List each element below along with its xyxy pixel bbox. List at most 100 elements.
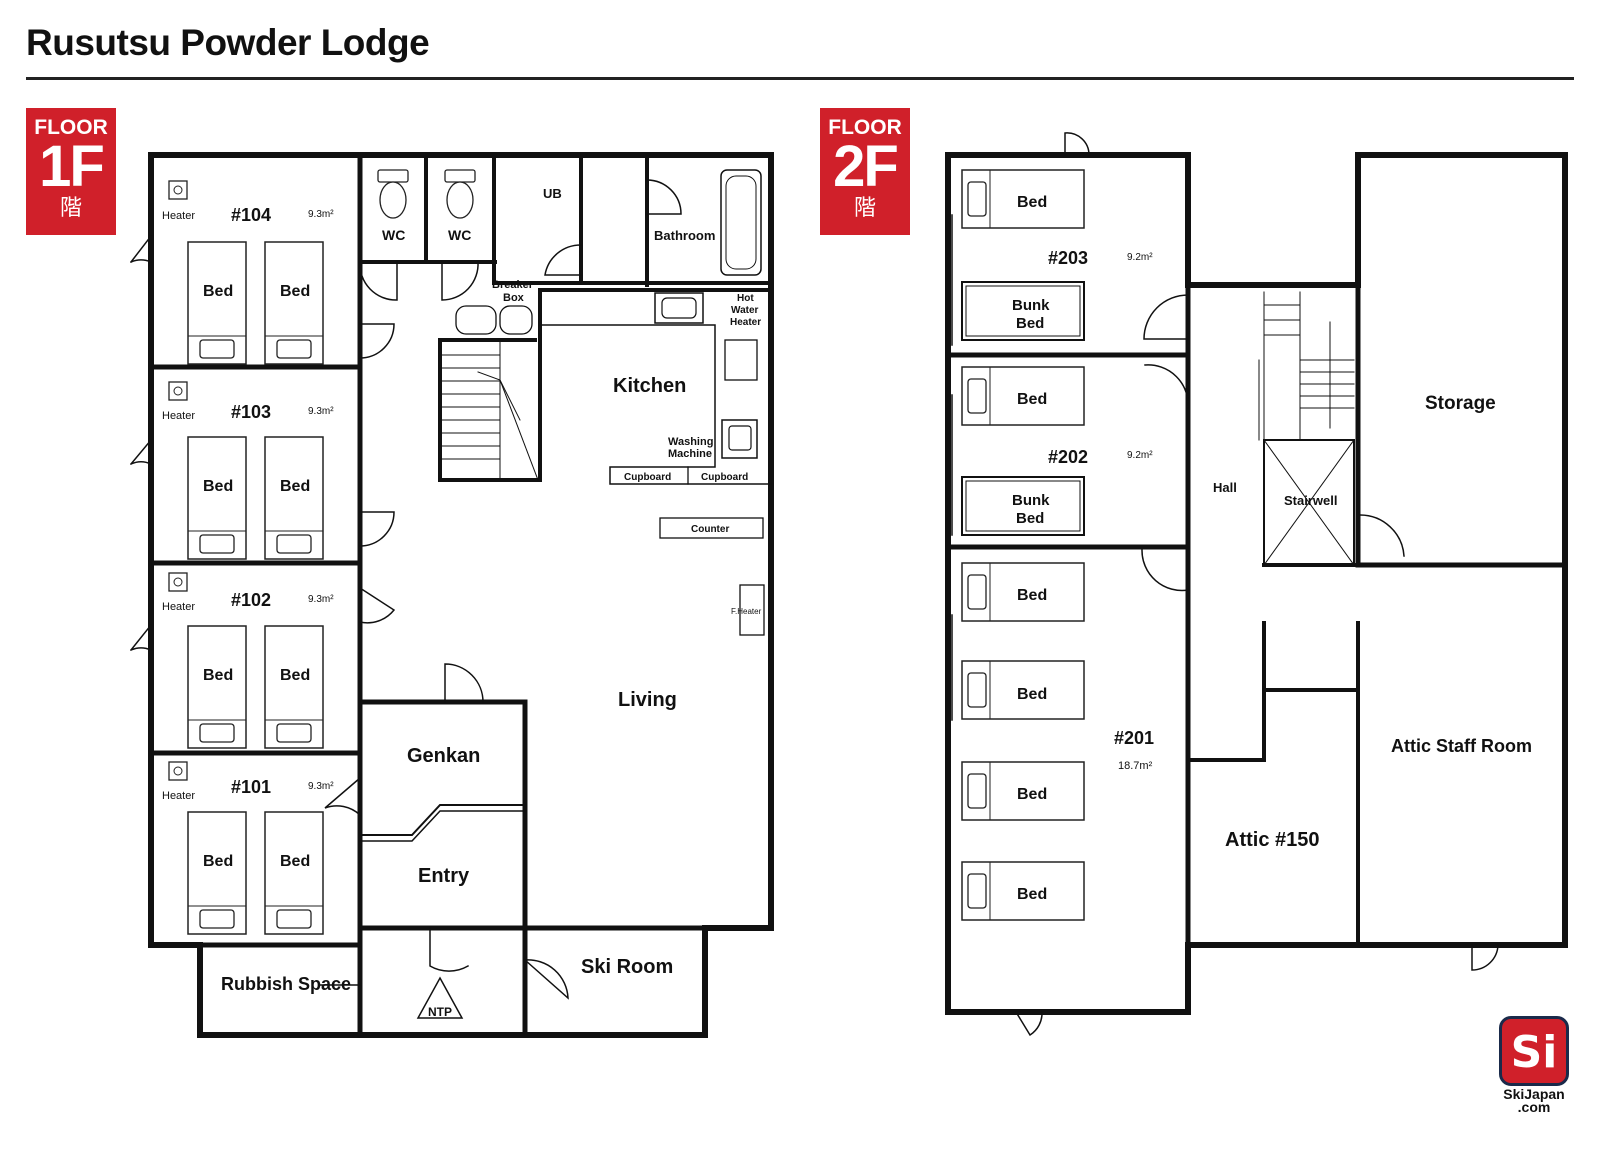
room-202-area: 9.2m²	[1127, 450, 1153, 461]
floor-1-plan	[129, 152, 774, 1038]
heater-label: Heater	[162, 410, 195, 422]
bathtub-inner	[725, 175, 757, 270]
room-103-number: #103	[231, 402, 271, 422]
hot-water-heater-label-2: Water	[731, 305, 759, 316]
attic-150-label: Attic #150	[1225, 829, 1320, 851]
ntp-label: NTP	[428, 1005, 452, 1019]
kitchen-counter	[539, 324, 772, 485]
bed-label: Bed	[1017, 587, 1047, 604]
stairwell-box	[1263, 439, 1355, 566]
bed-label: Bed	[203, 667, 233, 684]
bed-101-b	[264, 811, 324, 935]
washing-machine-label: Washing	[668, 436, 713, 448]
stairs-icon	[439, 339, 539, 481]
washing-machine-label-2: Machine	[668, 448, 712, 460]
heater-icon	[168, 572, 188, 592]
room-201-number: #201	[1114, 728, 1154, 748]
bunk-bed-202	[961, 476, 1085, 536]
toilet-icon	[377, 169, 409, 219]
bunk-bed-202-inner	[965, 480, 1081, 532]
heater-icon	[168, 180, 188, 200]
stair-wall	[438, 288, 542, 482]
bed-label: Bed	[1017, 194, 1047, 211]
floor-1-badge-kanji: 階	[59, 195, 82, 220]
room-201-area: 18.7m²	[1118, 760, 1153, 772]
room-202-number: #202	[1048, 447, 1088, 467]
room-104-number: #104	[231, 205, 271, 225]
stairwell-label: Stairwell	[1284, 493, 1337, 508]
room-101-number: #101	[231, 777, 271, 797]
heater-label: Heater	[162, 210, 195, 222]
room-102-area: 9.3m²	[308, 594, 334, 605]
bed-label: Bed	[280, 853, 310, 870]
attic-staff-room-label: Attic Staff Room	[1391, 736, 1532, 756]
genkan-label: Genkan	[407, 745, 480, 767]
bunk-bed-label-2: Bed	[1016, 510, 1044, 527]
kitchen-sink-icon	[654, 292, 704, 324]
ntp-icon	[416, 976, 464, 1019]
skijapan-logo: Si SkiJapan .com	[1494, 1016, 1574, 1114]
floor-2-outer-wall	[945, 152, 1568, 1015]
floor-1-badge-word: FLOOR	[34, 116, 108, 139]
ub-room	[492, 153, 583, 285]
bed-label: Bed	[1017, 786, 1047, 803]
floor-2-plan	[945, 132, 1568, 1037]
storage-label: Storage	[1425, 393, 1496, 414]
room-203-number: #203	[1048, 248, 1088, 268]
bathtub-icon	[720, 169, 762, 276]
bed-label: Bed	[1017, 391, 1047, 408]
room-203-area: 9.2m²	[1127, 252, 1153, 263]
attic-wall	[1262, 688, 1360, 942]
genkan-wall	[357, 699, 528, 931]
floor-2-stairs-icon	[1258, 291, 1355, 441]
bathroom-label: Bathroom	[654, 228, 715, 243]
floor-1-labels: #104 #103 #102 #101 9.3m² 9.3m² 9.3m² 9.…	[162, 186, 762, 1019]
wc-label: WC	[382, 227, 405, 243]
breaker-box-label-2: Box	[503, 292, 525, 304]
entry-label: Entry	[418, 865, 470, 887]
sink-icon	[499, 305, 533, 335]
stove-icon	[724, 339, 758, 381]
bunk-bed-203	[961, 281, 1085, 341]
sink-icon	[455, 305, 497, 335]
bed-label: Bed	[203, 478, 233, 495]
doors-floor-2	[1014, 132, 1499, 1037]
bed-104-b	[264, 241, 324, 365]
kitchen-label: Kitchen	[613, 375, 686, 397]
bunk-bed-label: Bunk	[1012, 297, 1050, 314]
toilet-icon	[444, 169, 476, 219]
rubbish-space-label: Rubbish Space	[221, 974, 351, 994]
ub-label: UB	[543, 186, 562, 201]
living-label: Living	[618, 689, 677, 711]
skijapan-logo-mark: Si	[1499, 1016, 1569, 1086]
ski-room-label: Ski Room	[581, 956, 673, 978]
bunk-bed-203-inner	[965, 285, 1081, 337]
heater-label: Heater	[162, 790, 195, 802]
genkan-step-2	[359, 810, 526, 842]
floor-2-badge: FLOOR 2F 階	[820, 108, 910, 235]
bed-label: Bed	[203, 853, 233, 870]
room-101-area: 9.3m²	[308, 781, 334, 792]
washing-machine-icon	[721, 419, 758, 459]
bed-label: Bed	[280, 478, 310, 495]
breaker-box-label: Breaker	[492, 279, 534, 291]
floor-2-badge-number: 2F	[833, 134, 899, 199]
f-heater-icon	[739, 584, 765, 636]
floor-2-badge-word: FLOOR	[828, 116, 902, 139]
floor-2-labels: Bed #203 9.2m² Bunk Bed Bed #202 9.2m² B…	[1012, 194, 1532, 903]
cupboard-label: Cupboard	[624, 472, 671, 483]
floor-1-badge-number: 1F	[39, 134, 105, 199]
f-heater-label: F.Heater	[731, 607, 762, 616]
hot-water-heater-label: Hot	[737, 293, 754, 304]
title-divider	[26, 77, 1574, 80]
genkan-step	[359, 804, 526, 836]
doors-floor-1	[129, 179, 682, 1000]
room-104-area: 9.3m²	[308, 209, 334, 220]
floor-2-badge-kanji: 階	[853, 195, 876, 220]
washing-machine-drum	[728, 425, 752, 451]
bed-label: Bed	[280, 667, 310, 684]
counter-label: Counter	[691, 524, 729, 535]
counter	[659, 517, 764, 539]
bunk-bed-label-2: Bed	[1016, 315, 1044, 332]
